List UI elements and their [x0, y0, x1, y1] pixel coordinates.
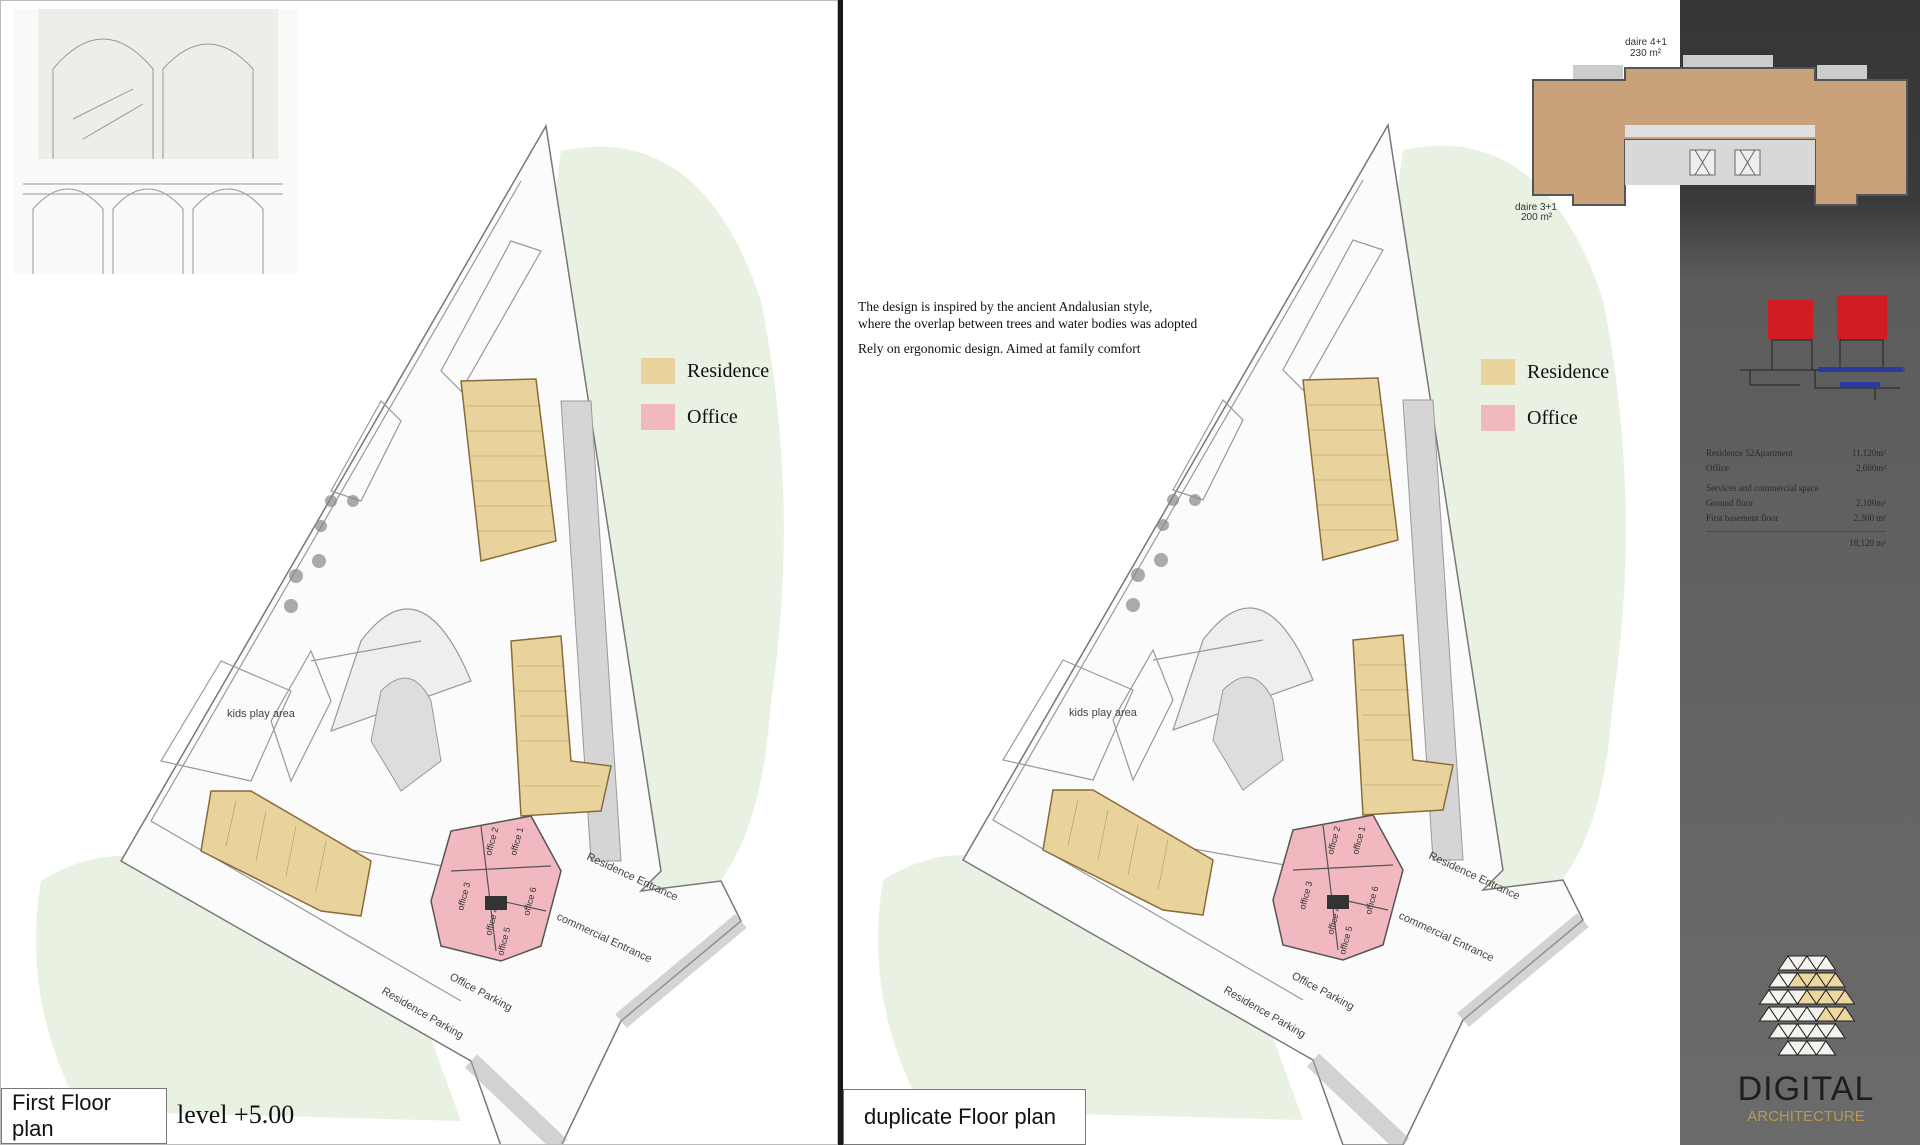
sketch-drawing: [13, 9, 298, 274]
legend-label: Residence: [1527, 360, 1610, 383]
level-label: level +5.00: [177, 1100, 295, 1129]
legend-item-residence: Residence: [641, 348, 769, 394]
office-swatch: [1481, 405, 1515, 431]
area-label: Services and commercial space: [1706, 483, 1819, 493]
logo-title: DIGITAL: [1737, 1070, 1875, 1108]
apartment-area-label: 230 m²: [1630, 48, 1662, 59]
area-value: 2,300 m²: [1853, 513, 1886, 523]
plan-caption: duplicate Floor plan: [843, 1089, 1086, 1145]
plan-caption: First Floor plan: [1, 1088, 167, 1144]
area-row: First basement floor 2,300 m²: [1706, 513, 1886, 532]
apartment-type-label: daire 3+1: [1515, 202, 1557, 213]
first-floor-plan-panel: office 1 office 2 office 3 office 4 offi…: [0, 0, 838, 1145]
area-summary: Residence 52Apartment 11,120m² Office 2,60…: [1706, 448, 1886, 553]
area-value: 11,120m²: [1851, 448, 1886, 458]
kids-play-label: kids play area: [227, 708, 296, 720]
duplicate-floor-plan-panel: office 1 office 2 office 3 office 4 offi…: [843, 0, 1680, 1145]
logo-triangle: [1825, 1023, 1846, 1039]
logo-subtitle: ARCHITECTURE: [1747, 1108, 1865, 1125]
description-line: Rely on ergonomic design. Aimed at famil…: [858, 341, 1141, 356]
apartment-type-label: daire 4+1: [1625, 37, 1667, 48]
residence-swatch: [1481, 359, 1515, 385]
area-row: Ground floor 2,100m²: [1706, 498, 1886, 508]
legend-item-office: Office: [641, 394, 769, 440]
description-line: The design is inspired by the ancient An…: [858, 299, 1153, 314]
office-block: [430, 815, 562, 962]
office-block: [1272, 814, 1404, 961]
office-swatch: [641, 404, 675, 430]
panel-divider: [838, 0, 843, 1145]
legend-label: Office: [1527, 406, 1578, 429]
residence-block: [1042, 377, 1454, 916]
apartment-area-label: 200 m²: [1521, 212, 1553, 220]
logo-icon: [1758, 955, 1855, 1056]
parking-strip: [1402, 399, 1464, 861]
area-label: First basement floor: [1706, 513, 1779, 523]
logo-triangle: [1834, 1006, 1855, 1022]
logo-triangle: [1815, 1040, 1837, 1056]
residence-block: [200, 378, 612, 917]
logo-triangle: [1815, 955, 1837, 971]
area-value: 2,100m²: [1856, 498, 1886, 508]
legend-item-residence: Residence: [1481, 349, 1609, 395]
legend: Residence Office: [641, 348, 769, 440]
logo-triangle: [1834, 989, 1855, 1005]
design-description: The design is inspired by the ancient An…: [858, 298, 1197, 365]
area-label: Office: [1706, 463, 1729, 473]
legend-item-office: Office: [1481, 395, 1609, 441]
area-label: Ground floor: [1706, 498, 1754, 508]
area-label: Residence 52Apartment: [1706, 448, 1793, 458]
central-court: [370, 677, 442, 792]
apartment-floor-plan: daire 4+1 230 m² daire 3+1 200 m²: [1515, 37, 1908, 220]
total-area: 18,120 m²: [1849, 538, 1886, 548]
parking-strip: [560, 400, 622, 862]
description-line: where the overlap between trees and wate…: [858, 316, 1198, 331]
logo-triangle: [1825, 972, 1846, 988]
section-diagram: [1740, 295, 1905, 400]
kids-play-label: kids play area: [1069, 707, 1138, 719]
area-row: Residence 52Apartment 11,120m²: [1706, 448, 1886, 458]
residence-swatch: [641, 358, 675, 384]
legend: Residence Office: [1481, 349, 1609, 441]
legend-label: Office: [687, 405, 738, 428]
central-court: [1212, 676, 1284, 791]
legend-label: Residence: [687, 359, 770, 382]
area-row: Office 2,600m²: [1706, 463, 1886, 473]
area-value: 2,600m²: [1856, 463, 1886, 473]
area-row: Services and commercial space: [1706, 483, 1886, 493]
